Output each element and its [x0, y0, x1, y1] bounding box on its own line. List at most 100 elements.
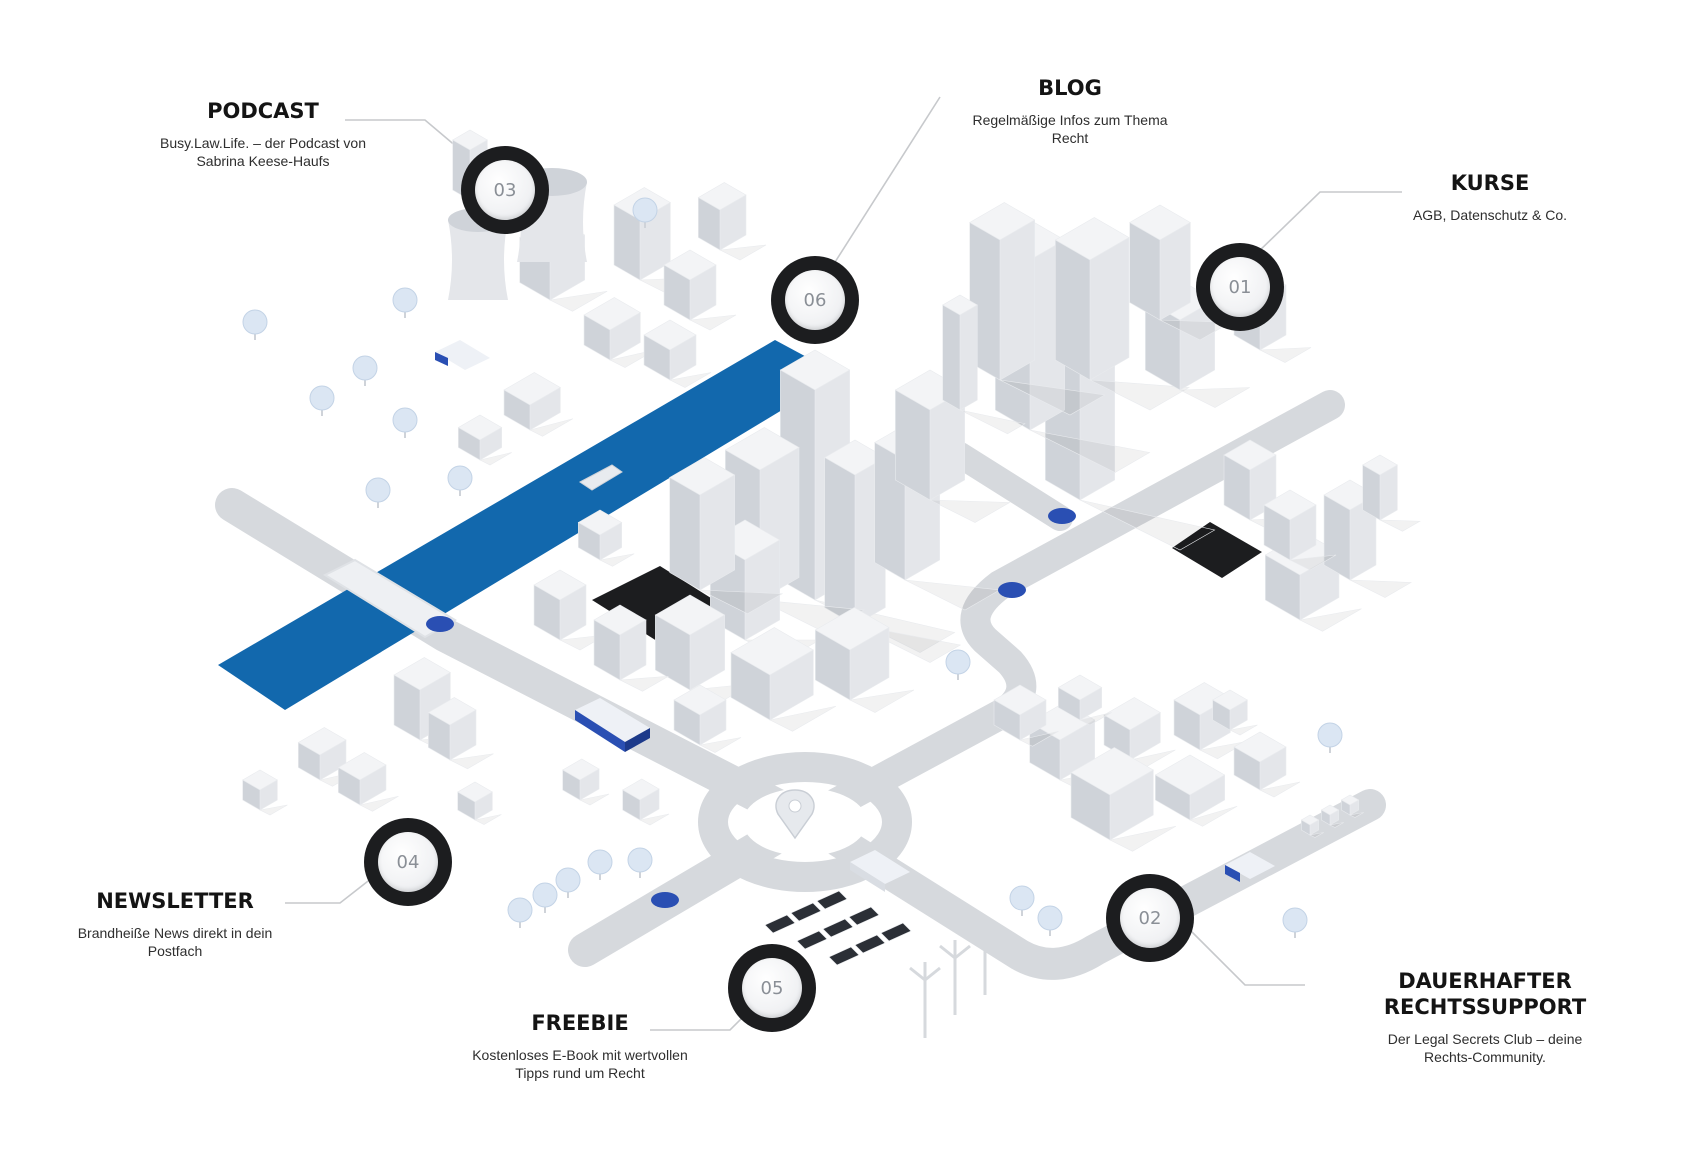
- building-left-wall: [1323, 494, 1351, 581]
- label-title: FREEBIE: [531, 1011, 629, 1035]
- building-left-wall: [1055, 239, 1091, 381]
- label-description: Brandheiße News direkt in dein Postfach: [77, 925, 273, 959]
- building-left-wall: [1341, 799, 1351, 816]
- main-road-west: [215, 488, 822, 837]
- building: [669, 457, 784, 615]
- label-description: Busy.Law.Life. – der Podcast von Sabrina…: [160, 135, 366, 169]
- marker-blog[interactable]: 06: [771, 256, 859, 344]
- building: [1054, 217, 1190, 411]
- label-description: AGB, Datenschutz & Co.: [1412, 207, 1568, 223]
- building-shadow: [849, 689, 915, 713]
- building-left-wall: [583, 314, 611, 361]
- building-shadow: [1019, 730, 1059, 747]
- label-title: BLOG: [1038, 76, 1102, 100]
- building-left-wall: [1362, 464, 1381, 521]
- wind-turbines: [909, 922, 1001, 1038]
- marker-podcast[interactable]: 03: [461, 146, 549, 234]
- building-left-wall: [1301, 819, 1311, 836]
- building-shadow: [1349, 579, 1413, 598]
- building: [1264, 532, 1362, 632]
- label-podcast[interactable]: PODCAST Busy.Law.Life. – der Podcast von…: [138, 98, 388, 170]
- marker-newsletter[interactable]: 04: [364, 818, 452, 906]
- building-shadow: [1379, 519, 1421, 532]
- building-left-wall: [562, 769, 581, 801]
- building-left-wall: [457, 791, 476, 821]
- building: [337, 752, 399, 812]
- building-left-wall: [578, 521, 601, 561]
- solar-panel: [854, 934, 886, 954]
- label-rechtssupport[interactable]: DAUERHAFTER RECHTSSUPPORT Der Legal Secr…: [1300, 968, 1670, 1066]
- marker-number: 06: [785, 270, 845, 330]
- building: [1129, 204, 1232, 341]
- tanker-truck: [850, 850, 910, 892]
- building-shadow: [669, 372, 712, 388]
- car-east-2: [998, 582, 1026, 598]
- building: [427, 697, 494, 770]
- building: [457, 781, 502, 825]
- building-left-wall: [673, 699, 701, 746]
- tree: [627, 847, 653, 878]
- solar-panel: [822, 918, 854, 938]
- marker-freebie[interactable]: 05: [728, 944, 816, 1032]
- tree: [309, 385, 335, 416]
- building-shadow: [688, 314, 737, 331]
- building: [622, 778, 670, 826]
- truck-northwest: [435, 340, 490, 370]
- building: [1300, 814, 1324, 838]
- building-shadow: [618, 675, 669, 692]
- label-freebie[interactable]: FREEBIE Kostenloses E-Book mit wertvolle…: [450, 1010, 710, 1082]
- connector-blog: [829, 96, 941, 271]
- tree: [632, 197, 658, 228]
- solar-panel: [816, 890, 848, 910]
- label-newsletter[interactable]: NEWSLETTER Brandheiße News direkt in dei…: [50, 888, 300, 960]
- building: [1070, 747, 1176, 852]
- building-shadow: [1258, 347, 1312, 363]
- building-left-wall: [1155, 774, 1191, 821]
- label-blog[interactable]: BLOG Regelmäßige Infos zum Thema Recht: [940, 75, 1200, 147]
- building-left-wall: [942, 304, 961, 411]
- building-shadow: [769, 705, 836, 732]
- marker-rechtssupport[interactable]: 02: [1106, 874, 1194, 962]
- solar-panel: [764, 914, 796, 934]
- buildings: [242, 129, 1421, 852]
- building: [533, 569, 607, 651]
- building-shadow: [929, 499, 1011, 523]
- building: [697, 182, 767, 261]
- building: [1340, 794, 1364, 818]
- building-left-wall: [242, 779, 261, 811]
- building: [503, 372, 573, 437]
- building: [1057, 674, 1112, 726]
- building: [1154, 754, 1238, 827]
- solar-panel: [880, 922, 912, 942]
- building: [663, 249, 737, 331]
- marker-kurse[interactable]: 01: [1196, 243, 1284, 331]
- building: [1212, 689, 1258, 736]
- label-kurse[interactable]: KURSE AGB, Datenschutz & Co.: [1390, 170, 1590, 224]
- building-shadow: [1179, 387, 1250, 408]
- tree: [1317, 722, 1343, 753]
- building-shadow: [718, 244, 767, 261]
- marker-number: 01: [1210, 257, 1270, 317]
- building-left-wall: [1321, 809, 1331, 826]
- building-left-wall: [593, 619, 621, 681]
- tree: [945, 649, 971, 680]
- building: [593, 604, 669, 692]
- building-left-wall: [730, 651, 771, 721]
- connector-rechtssupport: [1189, 929, 1305, 986]
- building-shadow: [259, 804, 288, 816]
- building-left-wall: [1223, 454, 1251, 521]
- tree: [507, 897, 533, 928]
- connector-kurse: [1254, 191, 1402, 256]
- label-title: KURSE: [1450, 171, 1530, 195]
- building-shadow: [1159, 319, 1232, 341]
- building-shadow: [579, 793, 610, 806]
- vehicles: [426, 340, 1275, 908]
- building-left-wall: [613, 204, 641, 281]
- trees: [242, 197, 1343, 938]
- label-title: NEWSLETTER: [96, 889, 254, 913]
- building-left-wall: [1070, 771, 1111, 841]
- building-right-wall: [1379, 464, 1398, 521]
- building: [993, 684, 1059, 747]
- building-shadow: [599, 553, 635, 567]
- building: [824, 439, 962, 663]
